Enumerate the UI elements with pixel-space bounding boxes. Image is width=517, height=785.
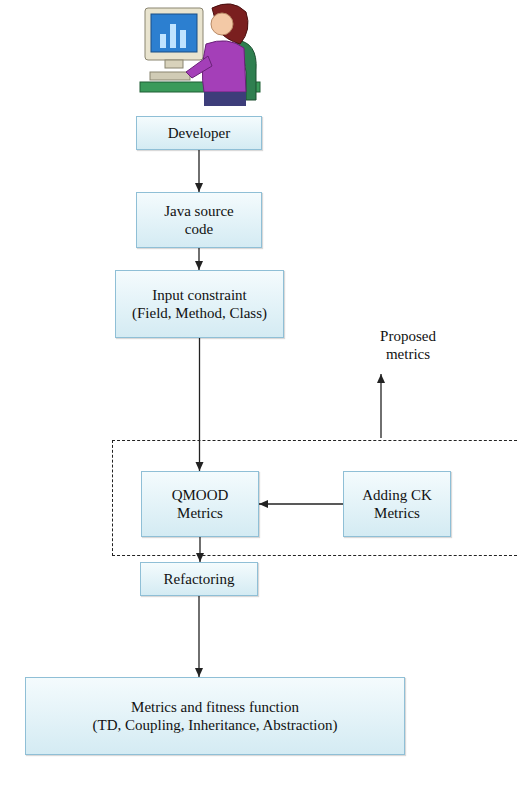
monitor-stand [165,60,183,68]
region-heading: Proposed metrics [363,327,453,363]
flow-arrow [198,596,199,677]
flow-arrow [198,248,199,270]
actor-box: Developer [136,116,262,150]
process-box: Input constraint(Field, Method, Class) [115,270,284,338]
arm [186,56,212,78]
box-text: Input constraint [152,286,247,304]
chart-bar [180,30,186,48]
box-text: QMOOD Metrics [162,486,238,522]
process-box: Java source code [136,192,262,248]
keyboard [150,72,190,80]
chart-bar [170,24,176,48]
process-box: QMOOD Metrics [141,471,259,537]
box-text: (TD, Coupling, Inheritance, Abstraction) [93,716,338,734]
flow-arrow [259,503,343,504]
box-text: Refactoring [164,570,235,588]
box-text: Adding CK Metrics [354,486,440,522]
flow-arrow [199,338,200,471]
box-text: (Field, Method, Class) [132,304,267,322]
flow-arrow [199,537,200,562]
developer-illustration [140,4,260,106]
face [211,13,233,35]
box-text: Java source code [155,202,243,238]
flow-arrow [198,150,199,192]
screen [151,14,197,52]
box-text: Developer [168,124,230,142]
process-box: Refactoring [140,562,258,596]
chart-bar [160,34,166,48]
pointer-arrow [380,374,381,438]
process-box: Adding CK Metrics [343,471,451,537]
dashed-region: Proposed metricsQMOOD MetricsAdding CK M… [112,440,517,556]
legs [204,92,246,106]
result-box: Metrics and fitness function(TD, Couplin… [25,677,405,755]
hair [212,4,248,44]
monitor [145,8,203,60]
box-text: Metrics and fitness function [131,698,299,716]
